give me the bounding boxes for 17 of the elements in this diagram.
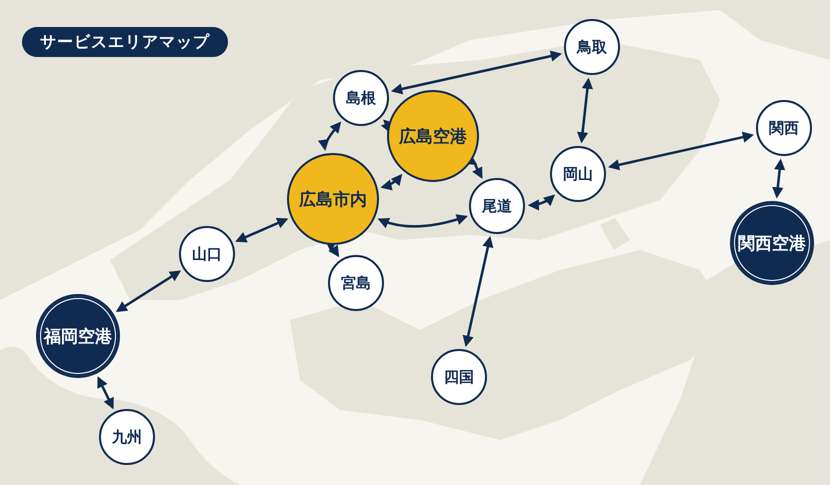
arrow <box>462 236 494 347</box>
arrow <box>391 50 562 94</box>
arrow <box>318 122 342 151</box>
arrow <box>772 158 786 198</box>
arrow <box>97 376 114 410</box>
arrow <box>116 270 182 312</box>
place-circle: 関西 <box>756 100 812 156</box>
title-badge: サービスエリアマップ <box>22 27 228 57</box>
arrow <box>528 194 556 210</box>
arrow <box>577 78 593 144</box>
arrow <box>235 218 288 242</box>
airport-circle: 関西空港 <box>730 201 814 285</box>
arrow <box>380 174 402 190</box>
place-circle: 宮島 <box>328 255 384 311</box>
airport-circle: 福岡空港 <box>36 294 120 378</box>
arrow <box>378 214 468 228</box>
arrow <box>608 132 754 170</box>
